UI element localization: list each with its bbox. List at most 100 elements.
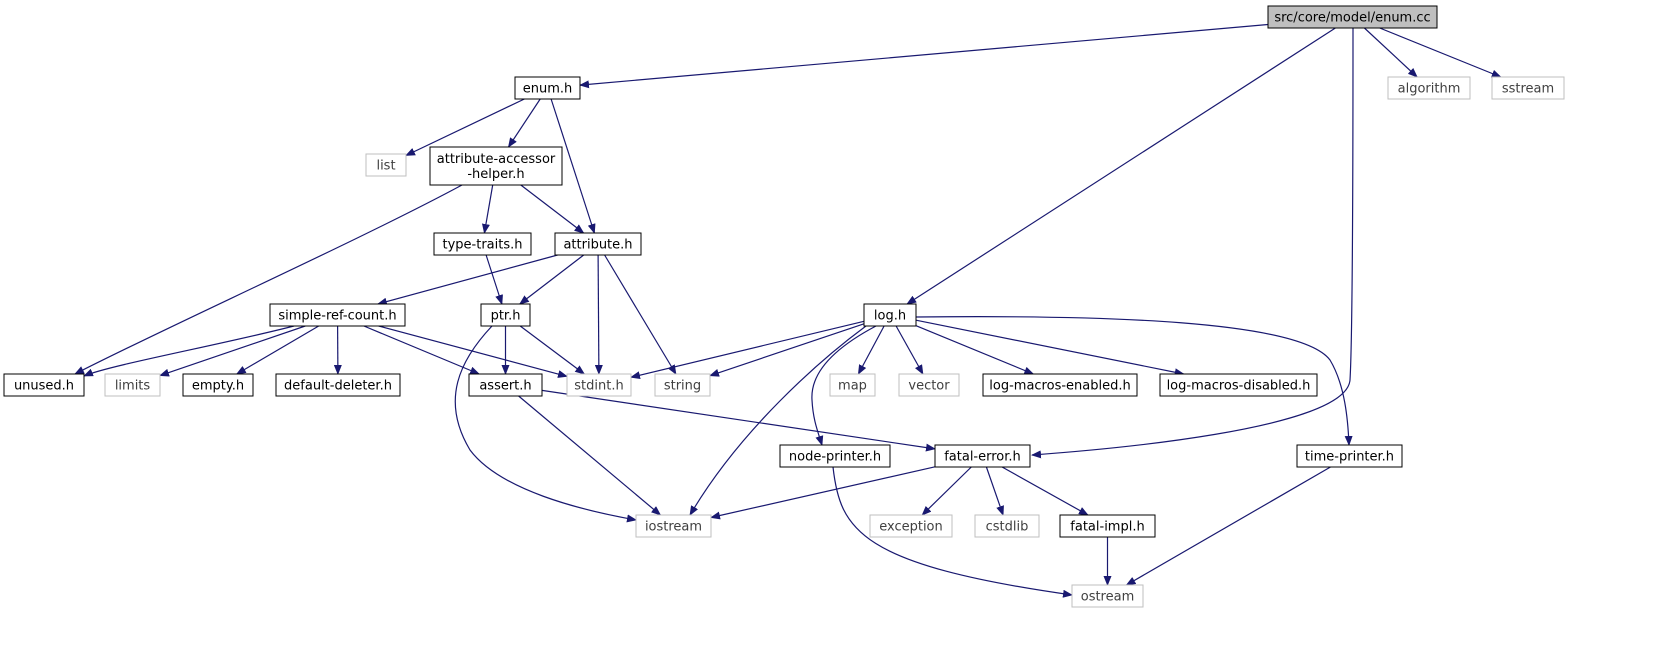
node-label: log-macros-disabled.h bbox=[1167, 379, 1311, 394]
edge-time_printer-to-ostream bbox=[1125, 466, 1331, 586]
node-label: default-deleter.h bbox=[284, 379, 392, 394]
edge-enum_h-to-attribute_h bbox=[550, 98, 596, 234]
node-label: src/core/model/enum.cc bbox=[1274, 11, 1430, 26]
edge-root-to-algorithm bbox=[1363, 27, 1418, 78]
node-box bbox=[480, 303, 531, 327]
node-box bbox=[934, 444, 1031, 468]
edge-fatal_error-to-cstdlib bbox=[985, 466, 1004, 516]
node-type-traits[interactable]: type-traits.h bbox=[433, 232, 532, 256]
node-box bbox=[1059, 514, 1156, 538]
node-time-printer[interactable]: time-printer.h bbox=[1296, 444, 1403, 468]
node-fatal-error[interactable]: fatal-error.h bbox=[934, 444, 1031, 468]
node-box bbox=[182, 373, 254, 397]
node-box bbox=[514, 76, 581, 100]
node-box bbox=[974, 514, 1040, 538]
edge-attribute_h-to-simple_ref bbox=[376, 254, 558, 306]
node-simple-ref[interactable]: simple-ref-count.h bbox=[269, 303, 406, 327]
node-exception: exception bbox=[869, 514, 953, 538]
node-assert-h[interactable]: assert.h bbox=[468, 373, 543, 397]
edge-attribute_h-to-string bbox=[604, 254, 677, 375]
node-unused-h[interactable]: unused.h bbox=[3, 373, 85, 397]
node-log-h[interactable]: log.h bbox=[863, 303, 917, 327]
node-box bbox=[3, 373, 85, 397]
node-iostream: iostream bbox=[635, 514, 712, 538]
node-stdint: stdint.h bbox=[566, 373, 632, 397]
node-default-del[interactable]: default-deleter.h bbox=[275, 373, 401, 397]
edge-simple_ref-to-empty_h bbox=[235, 325, 320, 375]
node-box bbox=[468, 373, 543, 397]
node-box bbox=[275, 373, 401, 397]
node-node-printer[interactable]: node-printer.h bbox=[779, 444, 891, 468]
node-box bbox=[635, 514, 712, 538]
node-label: ostream bbox=[1081, 590, 1135, 605]
node-box bbox=[898, 373, 960, 397]
edge-attr_acc-to-attribute_h bbox=[520, 184, 585, 234]
edge-simple_ref-to-assert_h bbox=[363, 325, 481, 375]
node-box bbox=[1267, 5, 1438, 29]
node-list: list bbox=[365, 153, 407, 177]
edge-attribute_h-to-ptr_h bbox=[519, 254, 585, 305]
node-label: limits bbox=[115, 379, 151, 394]
edge-attr_acc-to-unused_h bbox=[74, 184, 463, 375]
node-label: iostream bbox=[645, 520, 702, 535]
node-label: ptr.h bbox=[491, 309, 521, 324]
node-label: assert.h bbox=[479, 379, 531, 394]
edge-fatal_error-to-fatal_impl bbox=[1001, 466, 1089, 516]
node-label: attribute.h bbox=[563, 238, 632, 253]
node-box bbox=[365, 153, 407, 177]
edge-log_h-to-string bbox=[709, 323, 865, 377]
edge-ptr_h-to-iostream bbox=[454, 325, 637, 523]
edge-log_h-to-iostream bbox=[689, 325, 867, 516]
edge-root-to-log_h bbox=[906, 27, 1336, 305]
node-sstream: sstream bbox=[1491, 76, 1565, 100]
node-label: sstream bbox=[1502, 82, 1554, 97]
edge-assert_h-to-iostream bbox=[518, 395, 662, 516]
edge-root-to-fatal_error bbox=[1031, 27, 1354, 459]
edge-simple_ref-to-unused_h bbox=[83, 325, 295, 377]
node-empty-h[interactable]: empty.h bbox=[182, 373, 254, 397]
node-label: fatal-error.h bbox=[944, 450, 1021, 465]
node-box bbox=[1159, 373, 1318, 397]
edge-log_h-to-time_printer bbox=[915, 316, 1353, 446]
node-label: log.h bbox=[874, 309, 906, 324]
edge-root-to-enum_h bbox=[579, 23, 1269, 89]
node-label: attribute-accessor bbox=[437, 152, 556, 167]
node-label: node-printer.h bbox=[789, 450, 881, 465]
node-box bbox=[1296, 444, 1403, 468]
node-algorithm: algorithm bbox=[1387, 76, 1471, 100]
node-root[interactable]: src/core/model/enum.cc bbox=[1267, 5, 1438, 29]
node-label: enum.h bbox=[523, 82, 573, 97]
node-ptr-h[interactable]: ptr.h bbox=[480, 303, 531, 327]
edge-node_printer-to-ostream bbox=[832, 466, 1073, 598]
node-enum-h[interactable]: enum.h bbox=[514, 76, 581, 100]
edges bbox=[74, 23, 1502, 598]
node-attribute-h[interactable]: attribute.h bbox=[554, 232, 642, 256]
edge-simple_ref-to-limits bbox=[159, 325, 306, 377]
edge-log_h-to-map bbox=[857, 325, 885, 375]
node-attr-acc[interactable]: attribute-accessor-helper.h bbox=[429, 146, 563, 186]
edge-simple_ref-to-stdint bbox=[378, 325, 568, 378]
node-box bbox=[863, 303, 917, 327]
node-box bbox=[829, 373, 876, 397]
node-box bbox=[433, 232, 532, 256]
node-vector: vector bbox=[898, 373, 960, 397]
node-label: simple-ref-count.h bbox=[278, 309, 396, 324]
edge-enum_h-to-list bbox=[405, 98, 525, 157]
node-label: stdint.h bbox=[574, 379, 623, 394]
node-label: map bbox=[838, 379, 867, 394]
edge-log_h-to-log_en bbox=[915, 325, 1035, 375]
node-box bbox=[566, 373, 632, 397]
edge-fatal_error-to-exception bbox=[921, 466, 972, 516]
edge-attr_acc-to-type_traits bbox=[481, 184, 494, 234]
node-label: log-macros-enabled.h bbox=[989, 379, 1130, 394]
node-log-en[interactable]: log-macros-enabled.h bbox=[982, 373, 1138, 397]
edge-log_h-to-stdint bbox=[630, 320, 865, 380]
edge-root-to-sstream bbox=[1379, 27, 1502, 78]
node-fatal-impl[interactable]: fatal-impl.h bbox=[1059, 514, 1156, 538]
node-log-dis[interactable]: log-macros-disabled.h bbox=[1159, 373, 1318, 397]
node-label: algorithm bbox=[1398, 82, 1461, 97]
node-label: exception bbox=[879, 520, 943, 535]
node-label: cstdlib bbox=[986, 520, 1029, 535]
edge-fatal_error-to-iostream bbox=[710, 466, 936, 520]
